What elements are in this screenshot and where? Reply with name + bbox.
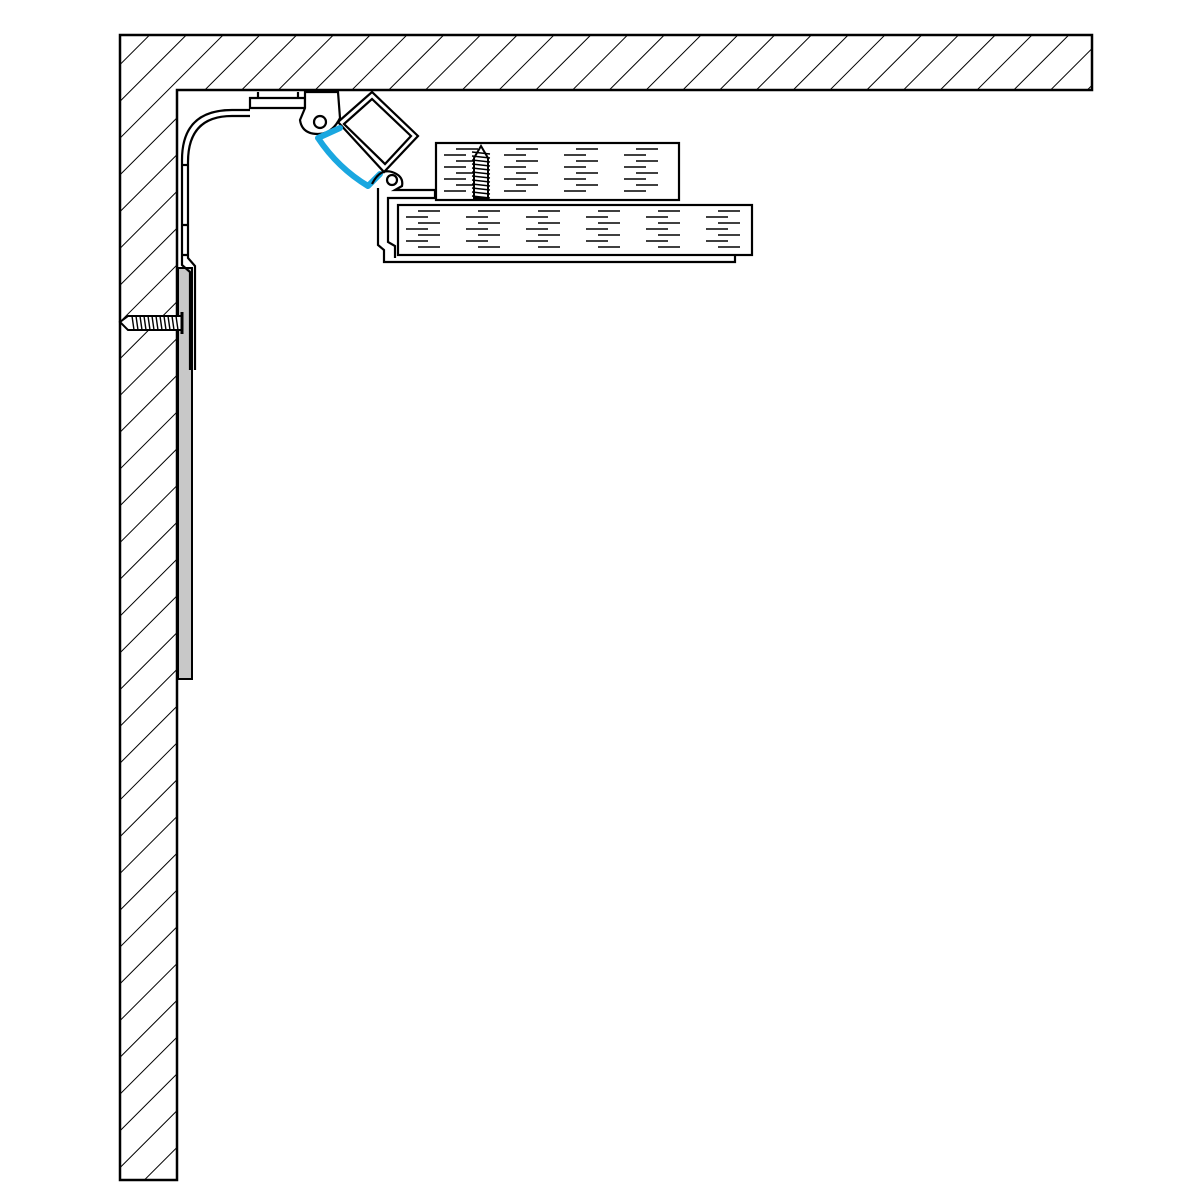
wood-panels: [396, 141, 754, 257]
panel-screw: [471, 144, 491, 199]
wall-profile: [180, 92, 307, 370]
wall-screw: [118, 312, 184, 334]
angled-profile: [336, 90, 420, 174]
upper-wood-panel-grain: [444, 148, 658, 192]
lower-wood-panel-grain: [406, 210, 740, 248]
lower-wood-panel: [396, 203, 754, 257]
